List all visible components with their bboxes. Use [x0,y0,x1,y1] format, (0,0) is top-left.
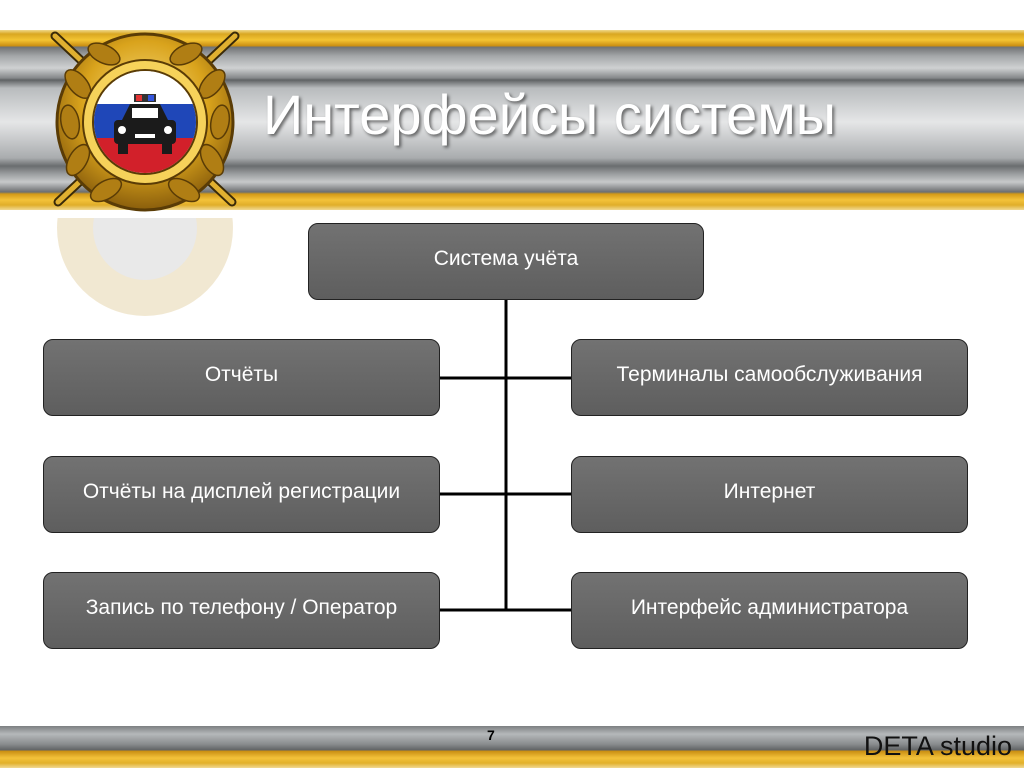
slide-title: Интерфейсы системы [263,83,836,146]
node-admin-interface: Интерфейс администратора [571,572,968,649]
node-self-service-terminals: Терминалы самообслуживания [571,339,968,416]
node-accounting-system: Система учёта [308,223,704,300]
emblem-reflection [40,218,250,328]
node-reports-display: Отчёты на дисплей регистрации [43,456,440,533]
node-reports: Отчёты [43,339,440,416]
page-number: 7 [487,727,495,743]
node-internet: Интернет [571,456,968,533]
footer-band [0,726,1024,768]
node-phone-operator: Запись по телефону / Оператор [43,572,440,649]
brand-label: DETA studio [863,731,1012,761]
emblem-icon [40,22,250,217]
